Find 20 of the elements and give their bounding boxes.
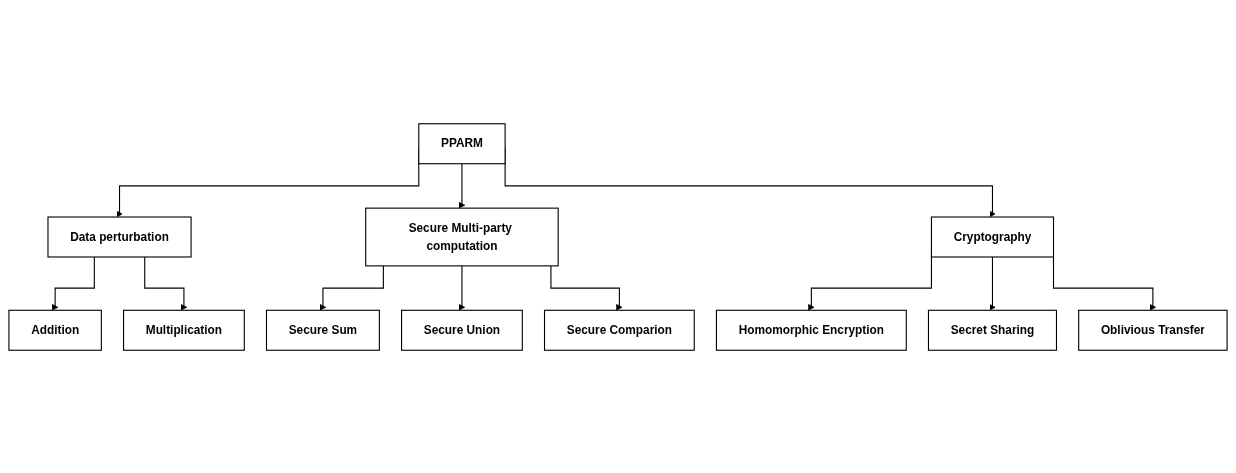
node-box: Homomorphic Encryption (715, 309, 907, 351)
arrow (319, 264, 384, 311)
node-box: Secure Union (401, 309, 523, 351)
arrow (51, 255, 95, 311)
node-box: Addition (8, 309, 102, 351)
node-box: Secure Sum (265, 309, 380, 351)
arrow (458, 162, 466, 208)
node-box: PPARM (418, 122, 506, 164)
node-box: Cryptography (930, 215, 1055, 258)
arrow (144, 255, 188, 311)
node-box: Multiplication (123, 309, 245, 351)
node-box: Oblivious Transfer (1078, 309, 1228, 351)
node-box: Secret Sharing (927, 309, 1058, 351)
node-box: Secure Comparion (543, 309, 695, 351)
arrow (1052, 255, 1157, 311)
node-box: Data perturbation (47, 215, 192, 258)
arrow (458, 264, 466, 311)
arrow (989, 255, 996, 311)
arrow (550, 264, 623, 311)
node-box: Secure Multi-party computation (365, 207, 559, 266)
